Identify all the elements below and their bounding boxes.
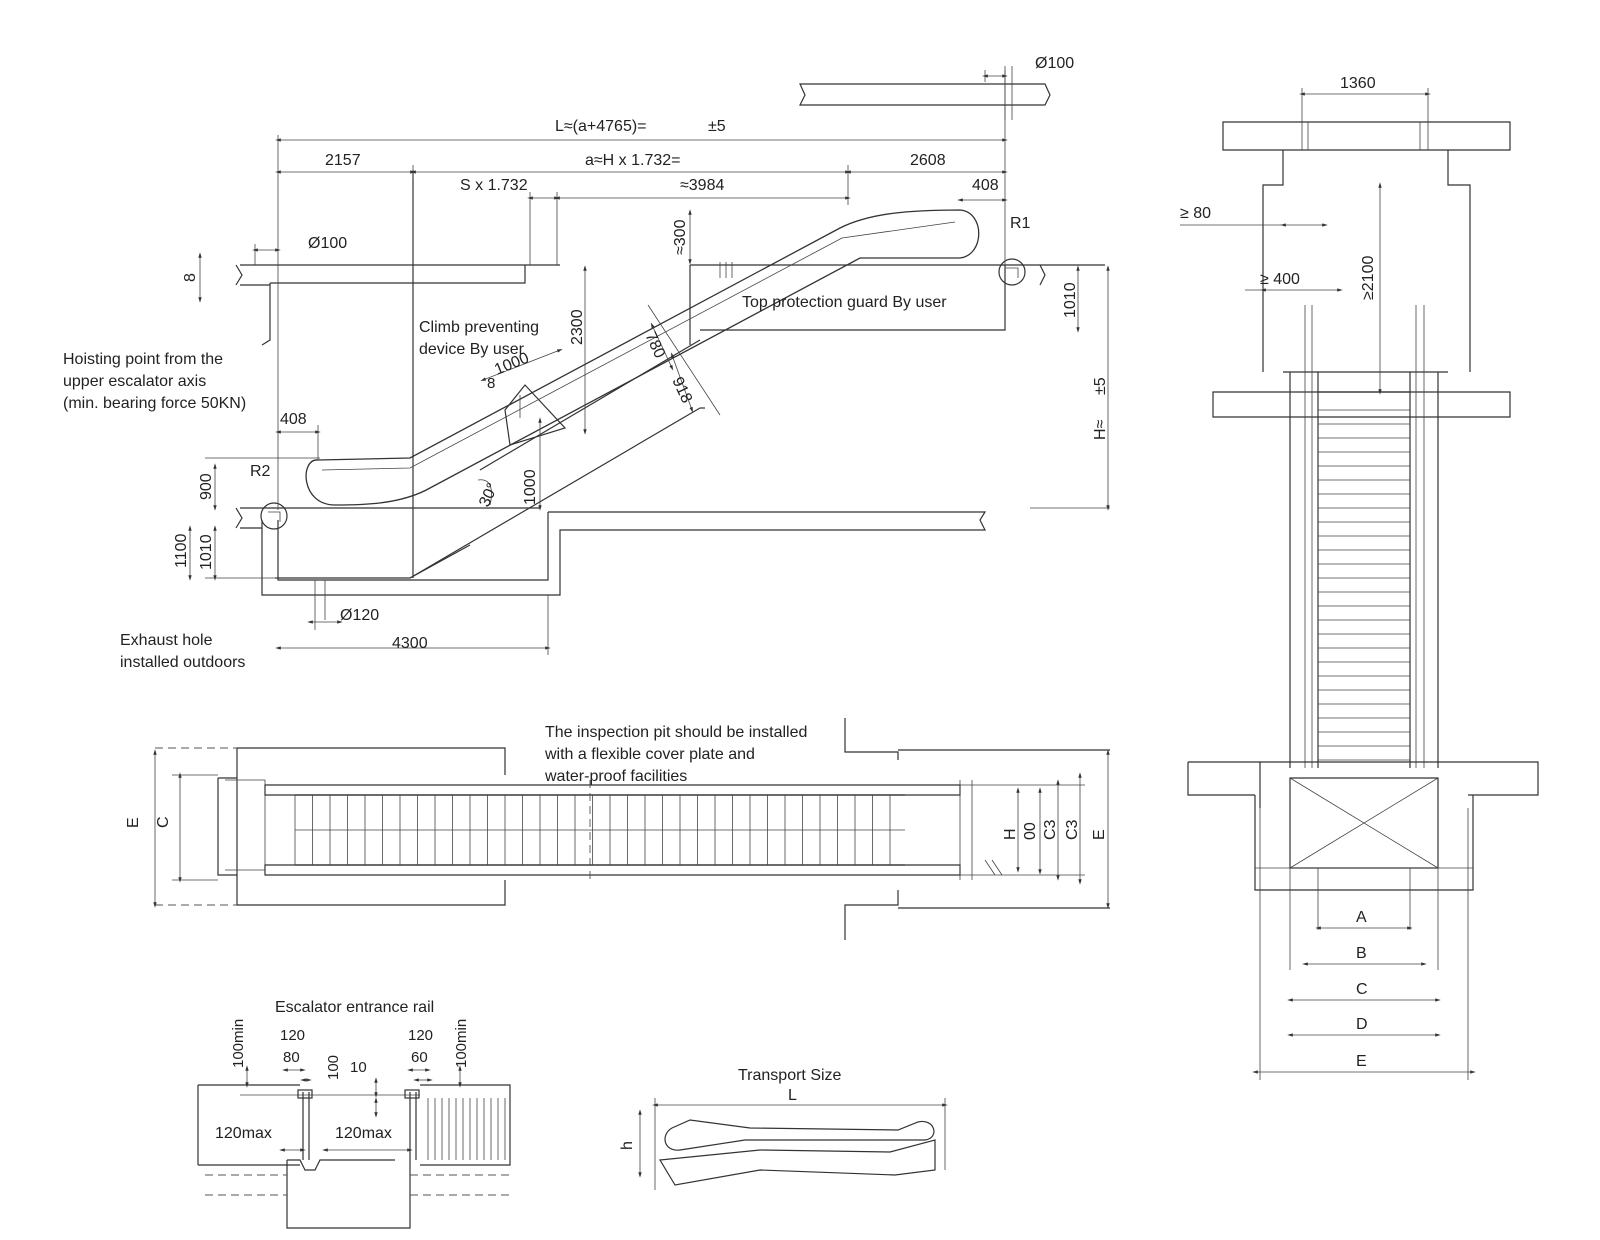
dim-s-value: ≈3984 (680, 177, 724, 194)
dim-total-tolerance: ±5 (708, 118, 726, 135)
rail-hatch (427, 1098, 506, 1160)
end-dim-400: ≥ 400 (1260, 271, 1300, 288)
lower-floor-slab (235, 507, 987, 596)
plan-dim-right-e: E (1091, 829, 1108, 840)
dim-lower-408: 408 (280, 411, 307, 428)
rail-dim-10: 10 (350, 1059, 367, 1076)
dim-small-8: 8 (487, 375, 495, 392)
dim-mid-span: a≈H x 1.732= (585, 152, 681, 169)
dim-h-label: H≈ (1092, 419, 1109, 440)
plan-dim-right-00: 00 (1022, 822, 1039, 840)
dim-left-8: 8 (182, 273, 199, 282)
step-lines-upper (719, 262, 733, 278)
end-view-steps (1318, 409, 1410, 761)
hoisting-point-upper (998, 258, 1026, 286)
rail-dim-120-right: 120 (408, 1027, 433, 1044)
plan-dim-left-e: E (125, 817, 142, 828)
end-dim-80: ≥ 80 (1180, 205, 1211, 222)
dim-1010-bottom: 1010 (198, 534, 215, 570)
dim-918: 918 (668, 375, 695, 406)
plan-dim-left-c: C (155, 816, 172, 828)
width-b: B (1356, 945, 1367, 962)
end-view-width-dims: A B C D E (1252, 808, 1476, 1080)
entrance-rail-detail: Escalator entrance rail 100min 120 80 10… (197, 999, 511, 1229)
escalator-truss (275, 170, 930, 579)
dim-r1: R1 (1010, 215, 1031, 232)
note-top-guard: Top protection guard By user (742, 294, 947, 311)
rail-dim-100: 100 (325, 1055, 342, 1080)
note-exhaust: Exhaust hole installed outdoors (120, 632, 245, 671)
dim-780: 780 (641, 330, 668, 361)
width-d: D (1356, 1016, 1368, 1033)
note-inspection-pit: The inspection pit should be installed w… (544, 724, 812, 785)
note-climb-preventing: Climb preventing device By user (419, 319, 544, 358)
rail-dim-120-left: 120 (280, 1027, 305, 1044)
dim-4300: 4300 (392, 635, 428, 652)
dim-left-phi: Ø100 (308, 235, 347, 252)
top-beam (799, 66, 1051, 120)
rail-dim-60: 60 (411, 1049, 428, 1066)
side-view: L≈(a+4765)= ±5 2157 a≈H x 1.732= 2608 S … (63, 55, 1110, 671)
rail-dim-100min-left: 100min (230, 1019, 247, 1068)
rail-dim-100min-right: 100min (453, 1019, 470, 1068)
dim-h300: ≈300 (672, 219, 689, 255)
dim-900: 900 (198, 473, 215, 500)
dim-top-phi: Ø100 (1035, 55, 1074, 72)
rail-dim-120max-left: 120max (215, 1125, 272, 1142)
side-dimensions (188, 70, 1110, 655)
handrail (305, 209, 980, 506)
dim-2300: 2300 (569, 309, 586, 345)
hoisting-point-lower (260, 502, 288, 530)
rail-detail-title: Escalator entrance rail (275, 999, 434, 1016)
note-hoisting: Hoisting point from the upper escalator … (63, 351, 246, 412)
transport-size: Transport Size L h (619, 1067, 948, 1190)
transport-length-label: L (788, 1087, 797, 1104)
dim-1100: 1100 (173, 533, 190, 568)
transport-title: Transport Size (738, 1067, 842, 1084)
dim-total-length: L≈(a+4765)= (555, 118, 647, 135)
dim-upper-408: 408 (972, 177, 999, 194)
plan-dim-right-c3b: C3 (1064, 819, 1081, 840)
width-e: E (1356, 1053, 1367, 1070)
side-dimension-labels: L≈(a+4765)= ±5 2157 a≈H x 1.732= 2608 S … (173, 55, 1109, 652)
dim-r2: R2 (250, 463, 271, 480)
dim-angle: 30° (476, 481, 502, 510)
width-c: C (1356, 981, 1368, 998)
plan-view: E C H 00 C3 C3 E The inspection pit shou… (125, 718, 1110, 940)
end-view: 1360 ≥ 80 ≥ 400 ≥2100 A B C D E (1180, 75, 1539, 1080)
dim-right-span: 2608 (910, 152, 946, 169)
dim-phi120: Ø120 (340, 607, 379, 624)
dim-s-expr: S x 1.732 (460, 177, 528, 194)
rail-dim-120max-mid: 120max (335, 1125, 392, 1142)
plan-dim-right-c3a: C3 (1042, 819, 1059, 840)
upper-floor-slab (235, 264, 1105, 346)
side-notes: Hoisting point from the upper escalator … (63, 294, 947, 671)
dim-1000-vertical: 1000 (522, 469, 539, 505)
dim-left-span: 2157 (325, 152, 361, 169)
end-dim-1360: 1360 (1340, 75, 1376, 92)
transport-height-label: h (619, 1141, 636, 1150)
climb-preventing-device (504, 384, 567, 446)
plan-dim-right-h: H (1002, 828, 1019, 840)
dim-1010-top: 1010 (1062, 282, 1079, 318)
width-a: A (1356, 909, 1367, 926)
end-dim-2100: ≥2100 (1360, 256, 1377, 300)
dim-tol-right: ±5 (1092, 377, 1109, 395)
rail-dim-80: 80 (283, 1049, 300, 1066)
plan-steps (294, 795, 891, 865)
